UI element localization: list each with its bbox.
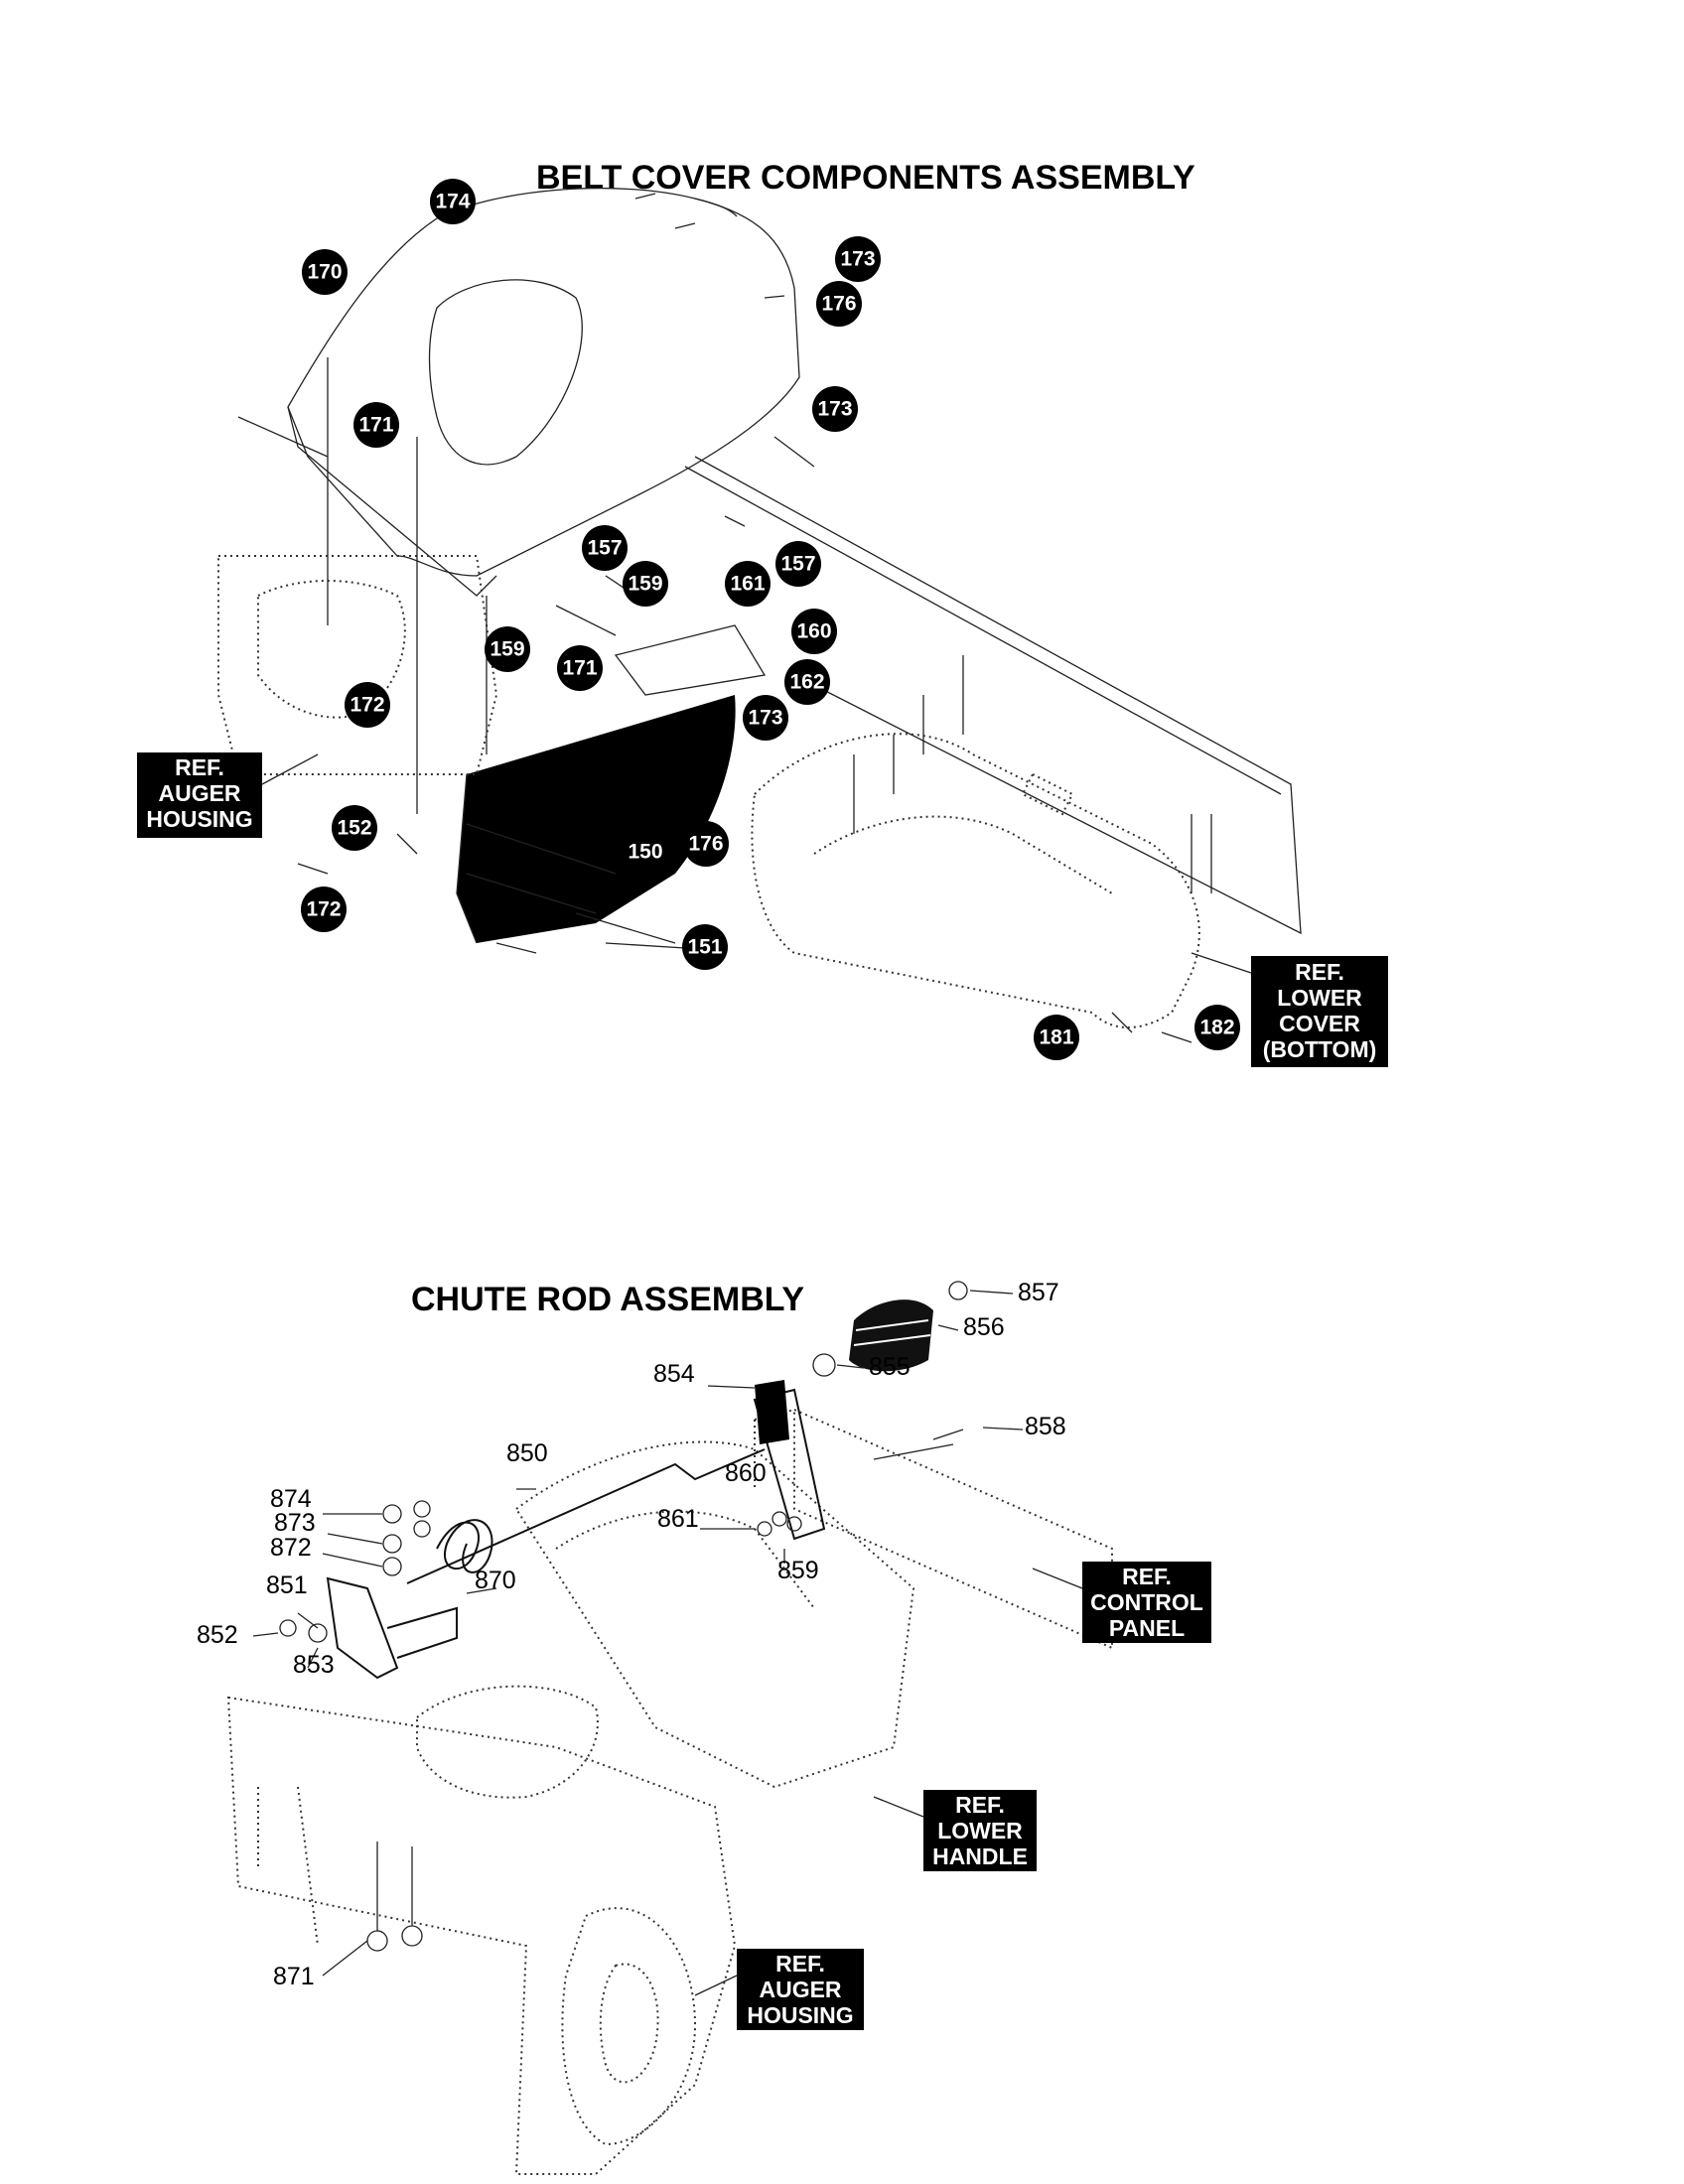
ref-lower-handle: REF. LOWER HANDLE [923, 1790, 1037, 1871]
ref-line: AUGER [158, 780, 240, 806]
ref-line: AUGER [759, 1977, 841, 2002]
callout-label: 173 [840, 248, 875, 271]
callout-label: 176 [688, 833, 723, 856]
ref-line: HOUSING [146, 806, 252, 832]
callout-860: 860 [725, 1459, 767, 1487]
callout-850: 850 [506, 1439, 548, 1467]
callout-176: 176 [816, 281, 862, 327]
callout-855: 855 [869, 1353, 911, 1381]
chute-rod-title: CHUTE ROD ASSEMBLY [411, 1281, 805, 1318]
callout-157: 157 [775, 541, 821, 587]
ref-leader [1032, 1568, 1083, 1589]
callout-861: 861 [657, 1505, 699, 1533]
callout-852: 852 [197, 1621, 238, 1649]
callout-857: 857 [1018, 1279, 1059, 1306]
chute-rod-callouts: 857 856 855 854 858 850 860 874 873 872 … [197, 1279, 1066, 1990]
ref-line: COVER [1279, 1011, 1360, 1036]
callout-label: 174 [435, 191, 470, 213]
callout-870: 870 [475, 1567, 516, 1594]
callout-859: 859 [777, 1557, 819, 1584]
callout-label: 172 [350, 694, 384, 717]
belt-cover-drawing [217, 187, 1302, 1043]
ref-auger-housing-bottom: REF. AUGER HOUSING [737, 1949, 864, 2030]
callout-851: 851 [266, 1571, 308, 1599]
callout-182: 182 [1194, 1005, 1240, 1050]
ref-auger-housing-top: REF. AUGER HOUSING [137, 752, 262, 838]
callout-173: 173 [835, 236, 881, 282]
callout-159: 159 [485, 626, 530, 672]
callout-label: 159 [628, 573, 662, 596]
callout-173: 173 [743, 695, 788, 741]
callout-873: 873 [274, 1509, 316, 1537]
callout-label: 181 [1039, 1026, 1073, 1049]
callout-856: 856 [963, 1313, 1005, 1341]
ref-leader [1191, 952, 1252, 974]
callout-853: 853 [293, 1651, 335, 1679]
callout-171: 171 [353, 402, 399, 448]
callout-152: 152 [332, 805, 377, 851]
ref-line: REF. [1122, 1564, 1172, 1589]
callout-label: 162 [789, 671, 824, 694]
ref-leader [694, 1975, 738, 1996]
callout-150: 150 [623, 829, 668, 875]
callout-858: 858 [1025, 1413, 1066, 1440]
ref-line: LOWER [937, 1818, 1023, 1843]
callout-174: 174 [430, 179, 476, 224]
callout-176: 176 [683, 821, 729, 867]
ref-line: CONTROL [1090, 1589, 1203, 1615]
ref-line: (BOTTOM) [1263, 1036, 1377, 1062]
callout-label: 173 [748, 707, 782, 730]
callout-label: 159 [490, 638, 524, 661]
callout-label: 157 [587, 537, 622, 560]
callout-181: 181 [1034, 1015, 1079, 1060]
ref-leader [261, 753, 319, 785]
callout-159: 159 [623, 561, 668, 607]
ref-line: HANDLE [932, 1843, 1028, 1869]
ref-lower-cover: REF. LOWER COVER (BOTTOM) [1251, 956, 1388, 1067]
callout-label: 176 [821, 293, 856, 316]
callout-label: 152 [337, 817, 371, 840]
callout-label: 171 [562, 657, 597, 680]
callout-171: 171 [557, 645, 603, 691]
ref-line: LOWER [1277, 985, 1362, 1011]
ref-line: PANEL [1109, 1615, 1185, 1641]
callout-label: 161 [730, 573, 765, 596]
callout-172: 172 [345, 682, 390, 728]
callout-162: 162 [784, 659, 830, 705]
ref-line: HOUSING [747, 2002, 853, 2028]
ref-leader [873, 1796, 924, 1818]
callout-874: 874 [270, 1485, 312, 1513]
ref-line: REF. [775, 1951, 825, 1977]
callout-157: 157 [582, 525, 628, 571]
callout-151: 151 [682, 924, 728, 970]
callout-label: 157 [780, 553, 815, 576]
belt-cover-callouts: 174 170 173 176 171 173 157 159 161 157 … [301, 179, 1240, 1060]
callout-872: 872 [270, 1534, 312, 1562]
callout-label: 150 [628, 841, 662, 864]
callout-label: 151 [687, 936, 722, 959]
callout-160: 160 [791, 609, 837, 654]
callout-170: 170 [302, 249, 348, 295]
ref-line: REF. [955, 1792, 1005, 1818]
chute-rod-drawing [226, 1281, 1113, 2175]
callout-173: 173 [812, 386, 858, 432]
callout-172: 172 [301, 887, 347, 932]
callout-label: 172 [306, 898, 341, 921]
callout-854: 854 [653, 1360, 695, 1388]
callout-label: 173 [817, 398, 852, 421]
ref-control-panel: REF. CONTROL PANEL [1082, 1562, 1211, 1643]
callout-161: 161 [725, 561, 771, 607]
callout-label: 170 [307, 261, 342, 284]
callout-label: 182 [1199, 1017, 1234, 1039]
ref-line: REF. [1295, 959, 1344, 985]
callout-871: 871 [273, 1963, 315, 1990]
ref-line: REF. [175, 754, 224, 780]
callout-label: 160 [796, 620, 831, 643]
callout-label: 171 [358, 414, 393, 437]
